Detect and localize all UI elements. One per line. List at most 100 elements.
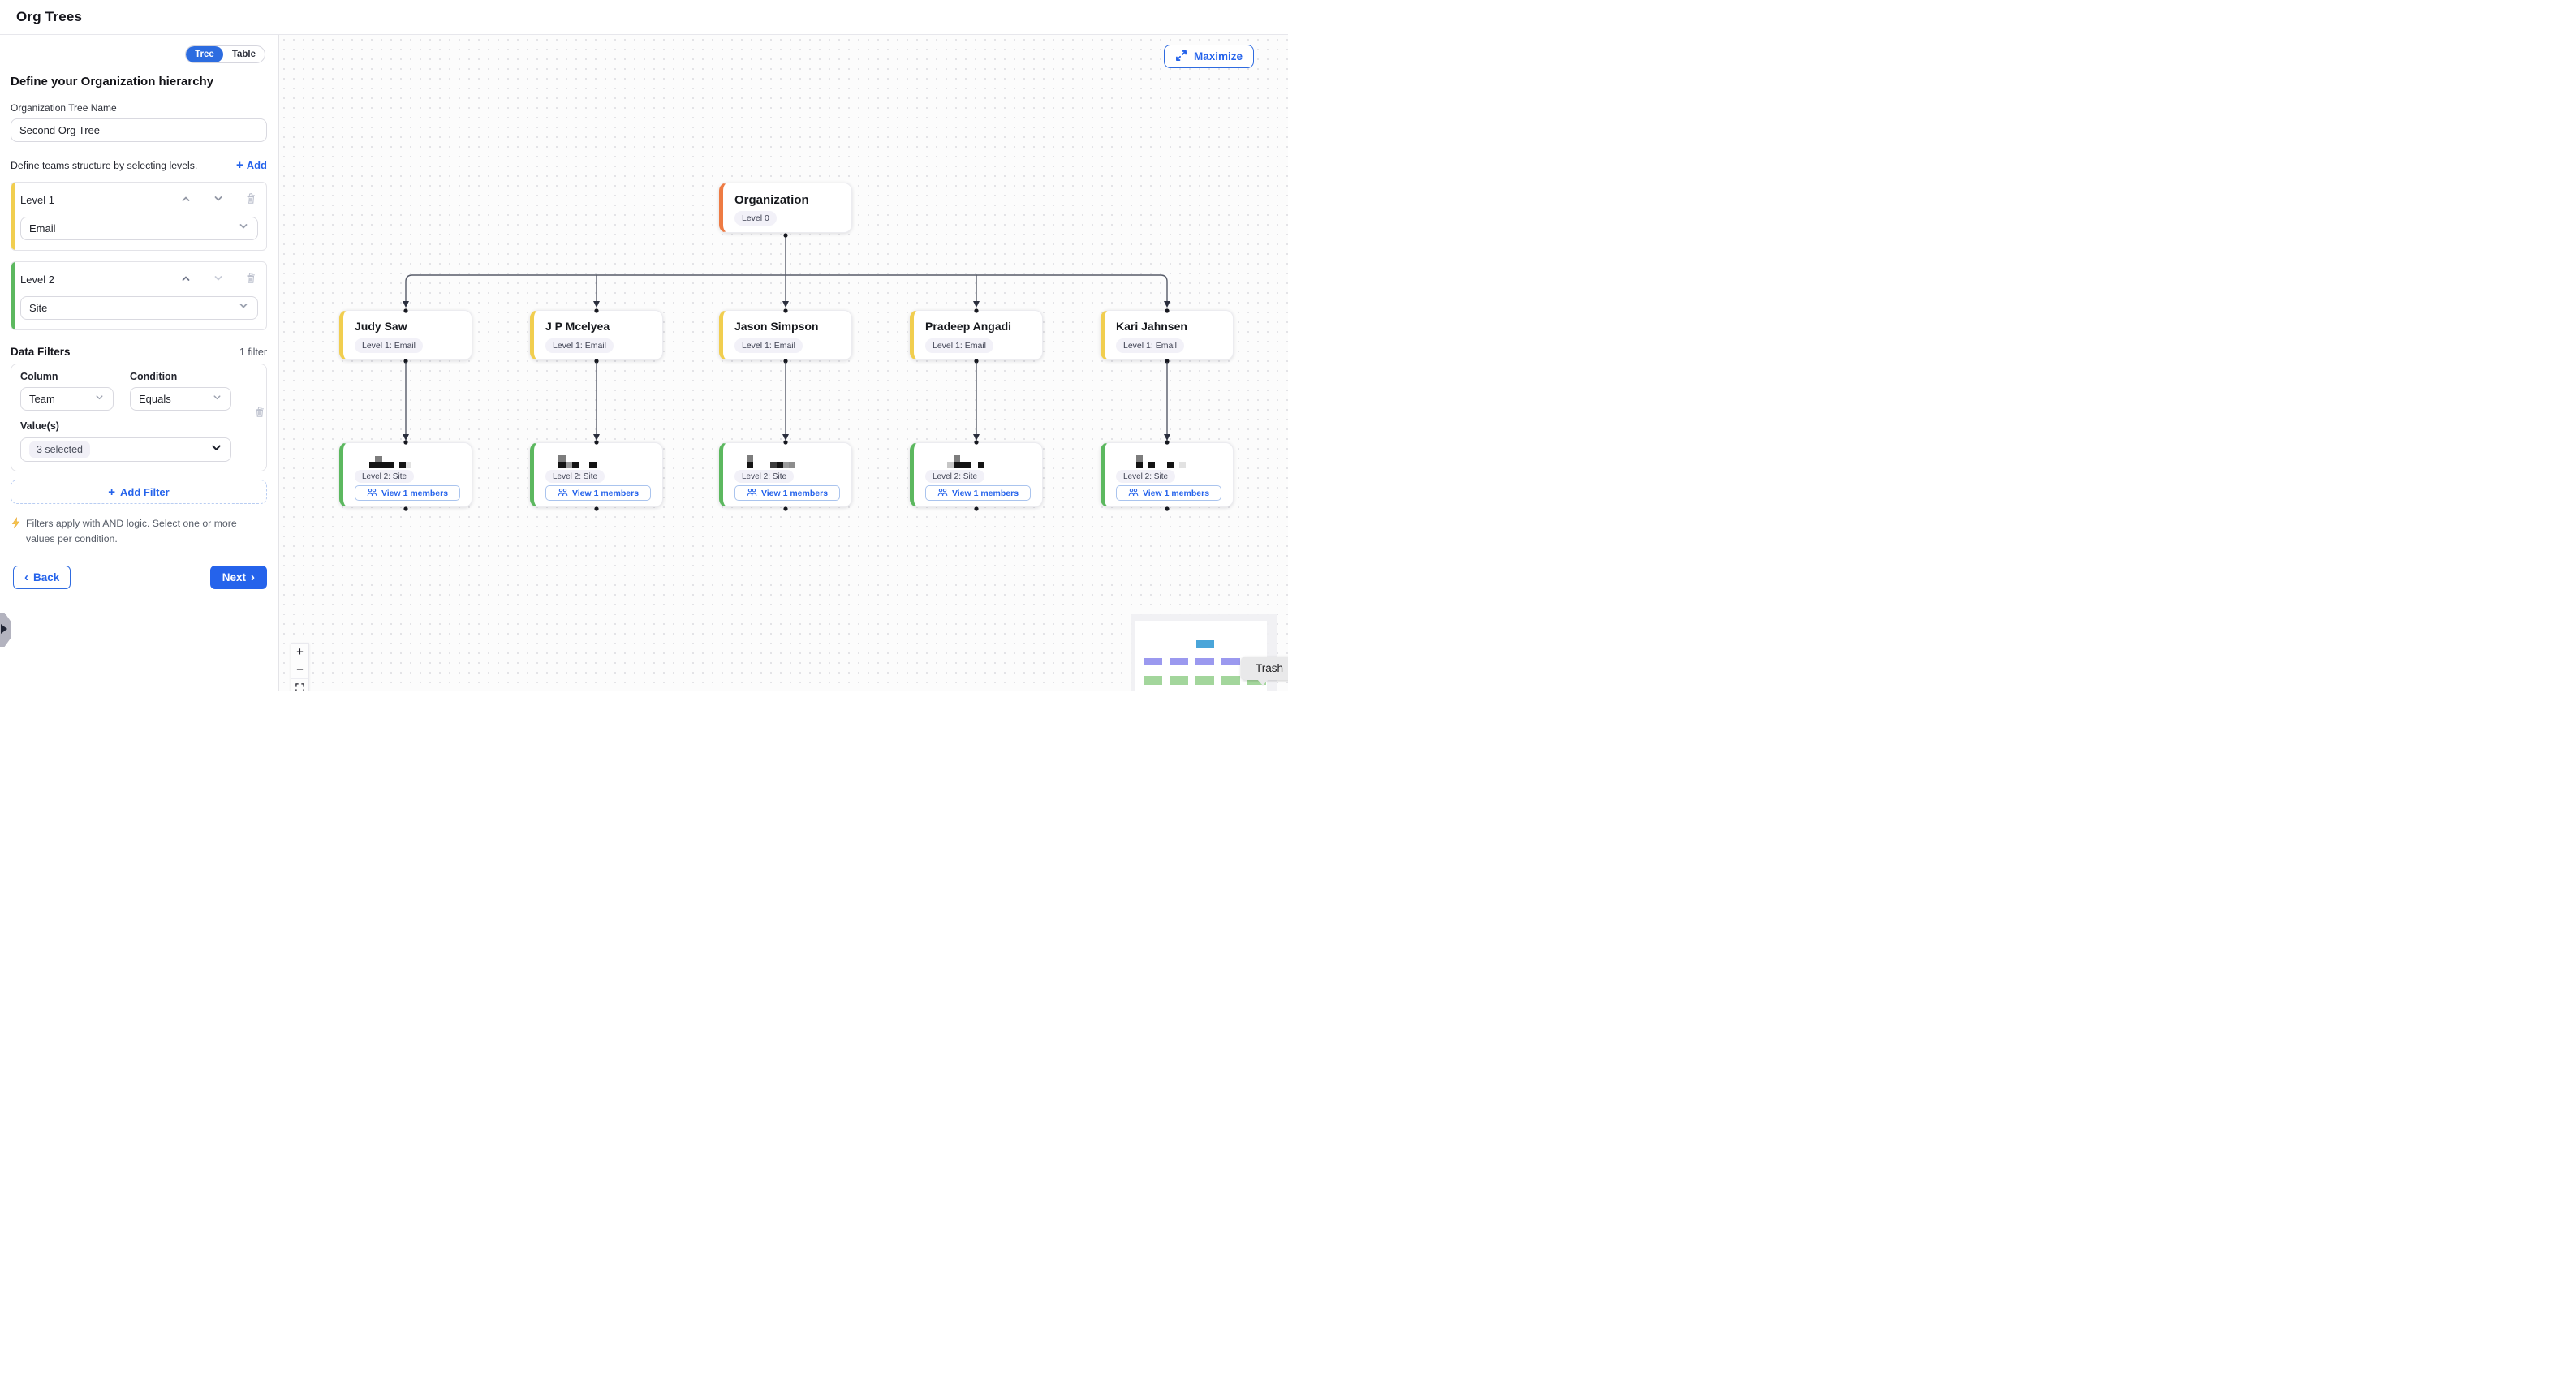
level-column-value: Email xyxy=(29,222,56,235)
level-card-header: Level 2 xyxy=(20,270,258,288)
move-level-down-button[interactable] xyxy=(211,271,226,288)
redacted-name-block xyxy=(783,462,789,468)
fit-view-icon xyxy=(295,682,304,691)
redacted-name-block xyxy=(1148,462,1155,468)
sidebar-collapse-handle[interactable] xyxy=(0,613,11,647)
move-level-down-button[interactable] xyxy=(211,192,226,209)
zoom-in-button[interactable]: + xyxy=(291,644,308,661)
levels-description: Define teams structure by selecting leve… xyxy=(11,159,198,171)
node-title: Judy Saw xyxy=(355,320,407,333)
minimap-level1-node xyxy=(1221,658,1240,665)
values-label: Value(s) xyxy=(20,420,59,432)
view-members-button[interactable]: View 1 members xyxy=(545,485,651,501)
plus-icon: + xyxy=(108,484,116,499)
redacted-name-block xyxy=(369,462,394,468)
condition-select[interactable]: Equals xyxy=(130,387,231,411)
view-members-button[interactable]: View 1 members xyxy=(734,485,840,501)
zoom-out-button[interactable]: − xyxy=(291,661,308,679)
redacted-name-block xyxy=(947,462,954,468)
node-level-badge: Level 1: Email xyxy=(734,338,803,353)
redacted-name-block xyxy=(558,462,566,468)
people-icon xyxy=(747,488,757,499)
node-title: Jason Simpson xyxy=(734,320,819,333)
node-level-badge: Level 2: Site xyxy=(734,470,795,483)
chevron-down-icon xyxy=(213,193,224,207)
minimap-level2-node xyxy=(1247,676,1266,685)
minimap-level1-node xyxy=(1170,658,1188,665)
node-title: Organization xyxy=(734,193,809,207)
trash-icon xyxy=(254,406,265,420)
people-icon xyxy=(367,488,377,499)
minimap-root-node xyxy=(1196,640,1214,648)
redacted-name-block xyxy=(747,455,753,462)
level-label: Level 1 xyxy=(20,193,54,206)
node-title: Kari Jahnsen xyxy=(1116,320,1187,333)
node-title: J P Mcelyea xyxy=(545,320,610,333)
condition-label: Condition xyxy=(130,371,178,382)
level-label: Level 2 xyxy=(20,273,54,286)
node-level-badge: Level 1: Email xyxy=(545,338,614,353)
fit-view-button[interactable] xyxy=(291,679,308,691)
add-filter-button[interactable]: + Add Filter xyxy=(11,480,267,504)
people-icon xyxy=(937,488,948,499)
chevron-down-icon xyxy=(238,221,249,236)
level-column-select[interactable]: Email xyxy=(20,217,258,240)
toggle-tree-button[interactable]: Tree xyxy=(186,46,223,62)
tree-name-input[interactable] xyxy=(11,118,267,142)
view-members-button[interactable]: View 1 members xyxy=(1116,485,1221,501)
node-level-badge: Level 2: Site xyxy=(1116,470,1176,483)
minimap-level2-node xyxy=(1221,676,1240,685)
next-button[interactable]: Next › xyxy=(209,566,267,590)
level-column-select[interactable]: Site xyxy=(20,296,258,320)
app-header: Org Trees xyxy=(0,0,1288,35)
chevron-down-icon xyxy=(238,300,249,316)
view-members-button[interactable]: View 1 members xyxy=(355,485,460,501)
level-card-header: Level 1 xyxy=(20,191,258,209)
move-level-up-button[interactable] xyxy=(179,271,193,288)
back-button[interactable]: ‹ Back xyxy=(13,566,71,590)
redacted-name-block xyxy=(589,462,597,468)
redacted-name-block xyxy=(1136,455,1143,462)
selected-count-chip: 3 selected xyxy=(29,441,90,458)
org-trees-page: Org Trees Tree Table Define your Organiz… xyxy=(0,0,1288,691)
minimap-level1-node xyxy=(1195,658,1214,665)
chevron-up-icon xyxy=(180,273,192,286)
redacted-name-block xyxy=(770,462,777,468)
move-level-up-button[interactable] xyxy=(179,192,193,209)
column-label: Column xyxy=(20,371,58,382)
redacted-name-block xyxy=(1179,462,1186,468)
values-select[interactable]: 3 selected xyxy=(20,437,231,462)
node-level-badge: Level 2: Site xyxy=(925,470,985,483)
page-title: Org Trees xyxy=(16,9,83,24)
delete-level-button[interactable] xyxy=(243,191,258,209)
level-column-value: Site xyxy=(29,302,48,314)
people-icon xyxy=(558,488,568,499)
add-level-button[interactable]: +Add xyxy=(235,158,267,172)
redacted-name-block xyxy=(558,455,566,462)
delete-level-button[interactable] xyxy=(243,270,258,288)
chevron-down-icon xyxy=(94,392,105,407)
chevron-right-icon: › xyxy=(251,570,255,585)
delete-filter-button[interactable] xyxy=(252,404,267,422)
toggle-table-button[interactable]: Table xyxy=(223,46,265,62)
view-members-button[interactable]: View 1 members xyxy=(925,485,1031,501)
redacted-name-block xyxy=(954,455,960,462)
chevron-up-icon xyxy=(180,193,192,207)
level-card-2: Level 2 Site xyxy=(11,261,267,330)
column-select[interactable]: Team xyxy=(20,387,114,411)
node-level-badge: Level 2: Site xyxy=(545,470,605,483)
redacted-name-block xyxy=(572,462,579,468)
maximize-button[interactable]: Maximize xyxy=(1163,45,1254,68)
